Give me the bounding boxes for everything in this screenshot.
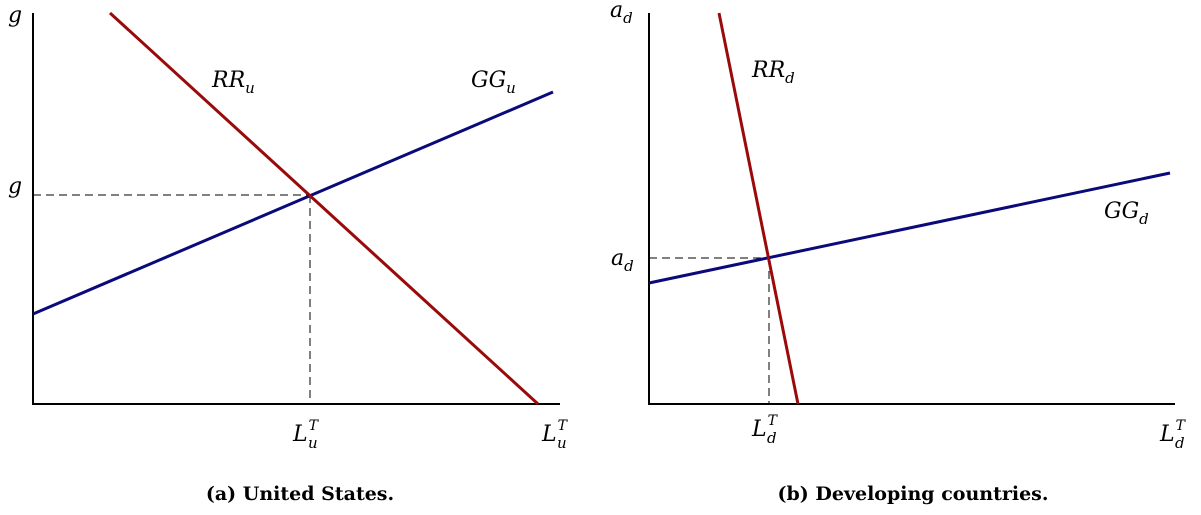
y-axis-label-b: ad — [610, 0, 633, 27]
label-rr-d: RRd — [751, 58, 795, 87]
y-equilibrium-label-a: g — [8, 174, 22, 199]
caption-b: (b) Developing countries. — [778, 483, 1049, 505]
y-equilibrium-label-b: ad — [611, 246, 634, 275]
y-axis-label-a: g — [8, 3, 22, 28]
curve-gg-d — [648, 171, 1171, 285]
label-gg-d: GGd — [1104, 199, 1149, 228]
curve-rr-u — [108, 11, 540, 406]
curve-rr-d — [717, 12, 800, 405]
curve-gg-u — [32, 90, 554, 316]
caption-a: (a) United States. — [206, 483, 394, 505]
label-rr-u: RRu — [211, 68, 255, 97]
label-gg-u: GGu — [471, 68, 516, 97]
